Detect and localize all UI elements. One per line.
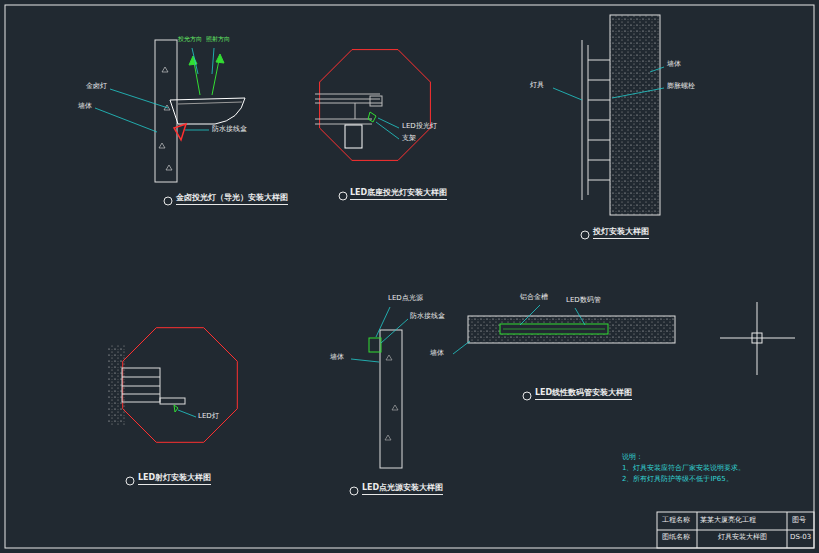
callout-label: DS-03: [790, 534, 811, 542]
callout-label: 金卤灯: [86, 83, 107, 91]
callout-label: 投光方向: [178, 36, 202, 43]
callout-label: 防水接线盒: [410, 313, 445, 321]
callout-label: LED点光源: [388, 295, 423, 303]
detail-title: 投灯安装大样图: [593, 228, 649, 239]
detail-title: 金卤投光灯（导光）安装大样图: [176, 194, 288, 205]
callout-label: LED灯: [198, 413, 219, 421]
callout-label: 灯具安装大样图: [718, 534, 767, 542]
callout-label: 说明：: [622, 454, 643, 462]
detail-title: LED点光源安装大样图: [362, 484, 443, 495]
callout-label: 墙体: [667, 61, 681, 69]
callout-label: 灯具: [530, 82, 544, 90]
callout-label: 某某大厦亮化工程: [700, 517, 756, 525]
callout-label: 墙体: [78, 103, 92, 111]
callout-label: 图号: [792, 517, 806, 525]
callout-label: LED投光灯: [402, 123, 437, 131]
callout-label: 支架: [402, 135, 416, 143]
callout-label: 膨胀螺栓: [667, 83, 695, 91]
callout-label: 墙体: [430, 350, 444, 358]
detail-title: LED线性数码管安装大样图: [535, 389, 632, 400]
callout-label: 工程名称: [662, 517, 690, 525]
callout-label: 铝合金槽: [520, 294, 548, 302]
callout-label: LED数码管: [566, 297, 601, 305]
callout-label: 照射方向: [206, 36, 230, 43]
detail-title: LED射灯安装大样图: [138, 474, 211, 485]
callout-label: 防水接线盒: [212, 126, 247, 134]
callout-label: 图纸名称: [662, 534, 690, 542]
callout-label: 1、灯具安装应符合厂家安装说明要求。: [622, 465, 745, 473]
callout-label: 2、所有灯具防护等级不低于IP65。: [622, 476, 733, 484]
detail-title: LED底座投光灯安装大样图: [350, 189, 447, 200]
callout-label: 墙体: [330, 354, 344, 362]
